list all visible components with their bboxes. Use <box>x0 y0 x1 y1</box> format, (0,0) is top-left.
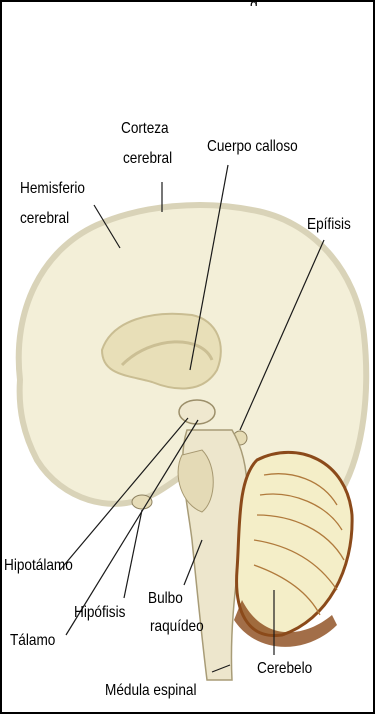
label-corteza-line2: cerebral <box>123 150 172 168</box>
brain-diagram: Corteza cerebral Cuerpo calloso Hemisfer… <box>2 120 373 710</box>
label-hipotalamo: Hipotálamo <box>4 557 73 575</box>
label-bulbo-line1: Bulbo <box>148 590 183 608</box>
page-title-fragment: g <box>250 2 310 6</box>
label-corteza-line1: Corteza <box>121 120 169 138</box>
label-hipofisis: Hipófisis <box>74 604 125 622</box>
leader-hipofisis <box>124 510 142 598</box>
label-cuerpo-calloso: Cuerpo calloso <box>207 138 298 156</box>
thalamus-shape <box>179 400 215 424</box>
label-medula-espinal: Médula espinal <box>105 682 196 700</box>
label-bulbo-line2: raquídeo <box>150 618 204 636</box>
label-talamo: Tálamo <box>10 632 55 650</box>
cerebellum <box>237 452 353 635</box>
pons <box>178 450 213 512</box>
label-epifisis: Epífisis <box>307 216 351 234</box>
label-cerebelo: Cerebelo <box>257 660 312 678</box>
header-area: g <box>2 2 373 110</box>
label-hemisferio-line1: Hemisferio <box>20 180 85 198</box>
pituitary-shape <box>132 495 152 509</box>
label-hemisferio-line2: cerebral <box>20 210 69 228</box>
